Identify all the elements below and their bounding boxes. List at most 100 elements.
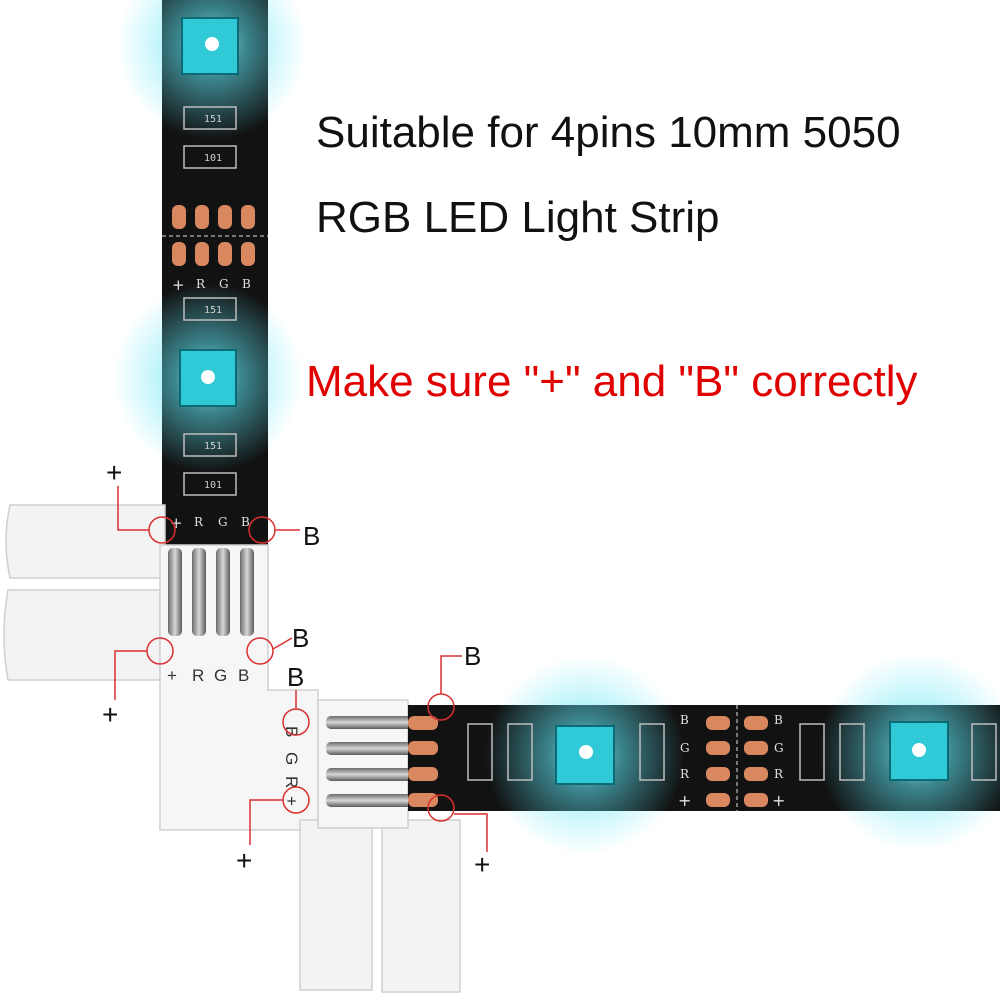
connector-mark-g: G (214, 666, 227, 685)
callout-circle-b (246, 637, 274, 665)
resistor-label: 151 (204, 305, 222, 316)
contact-pin (326, 794, 422, 807)
callout-label-b: B (464, 641, 481, 671)
connector-mark-b: B (238, 666, 249, 685)
resistor (639, 723, 665, 781)
l-connector: + R G B B G R + (3, 504, 461, 993)
resistor-label: 151 (204, 114, 222, 125)
copper-pad (241, 242, 255, 266)
resistor (183, 472, 237, 496)
copper-pad (706, 716, 730, 730)
contact-pin (240, 548, 254, 636)
connector-clip-left (3, 589, 161, 681)
resistor (183, 145, 237, 169)
resistor (183, 433, 237, 457)
pad-mark-g: G (680, 741, 690, 755)
polarity-warning: Make sure "+" and "B" correctly (306, 357, 918, 406)
copper-pad (172, 205, 186, 229)
callout-label-plus: + (102, 699, 118, 730)
pad-mark-g: G (774, 741, 784, 755)
connector-mark-r: R (282, 776, 301, 788)
contact-pin (326, 742, 422, 755)
pad-mark-b: B (241, 515, 250, 529)
copper-pad (218, 242, 232, 266)
copper-pad (218, 205, 232, 229)
resistor (507, 723, 533, 781)
polarity-callout-labels: + B B + B B + + (102, 457, 490, 880)
callout-label-plus: + (236, 845, 252, 876)
callout-leader (114, 650, 147, 700)
contact-pin (216, 548, 230, 636)
contact-pin (326, 716, 422, 729)
pad-mark-plus: + (172, 276, 185, 294)
connector-mark-plus: + (282, 796, 301, 806)
callout-leader (272, 637, 293, 650)
callout-label-plus: + (106, 457, 122, 488)
compatibility-caption-line-1: Suitable for 4pins 10mm 5050 (316, 108, 901, 157)
copper-pad (744, 741, 768, 755)
pad-mark-plus: + (170, 514, 183, 532)
connector-clip-bottom (299, 819, 373, 991)
connector-mark-plus: + (167, 666, 177, 685)
led-chip (555, 725, 615, 785)
copper-pad (744, 767, 768, 781)
compatibility-caption-line-2: RGB LED Light Strip (316, 193, 720, 242)
resistor-label: 101 (204, 153, 222, 164)
connector-mark-b: B (282, 726, 301, 737)
led-hotspot (205, 37, 219, 51)
resistor (839, 723, 865, 781)
contact-pin (168, 548, 182, 636)
connector-mark-r: R (192, 666, 204, 685)
led-hotspot (579, 745, 593, 759)
resistor (799, 723, 825, 781)
polarity-callouts (114, 486, 488, 852)
contact-pin (326, 768, 422, 781)
horizontal-led-strip: B G R + B G R + (408, 652, 1000, 855)
callout-leader (440, 655, 462, 694)
pad-mark-plus: + (772, 791, 785, 810)
pad-mark-g: G (218, 515, 228, 529)
pad-mark-r: R (196, 277, 206, 291)
copper-pad (408, 793, 438, 807)
copper-pad (706, 767, 730, 781)
pad-mark-r: R (680, 767, 690, 781)
connector-clip-left (5, 504, 166, 579)
resistor-label: 101 (204, 480, 222, 491)
copper-pad (408, 716, 438, 730)
pad-mark-r: R (194, 515, 204, 529)
resistor-label: 151 (204, 441, 222, 452)
pad-mark-r: R (774, 767, 784, 781)
copper-pad (408, 767, 438, 781)
resistor (467, 723, 493, 781)
resistor (183, 297, 237, 321)
callout-leader (249, 799, 283, 845)
resistor (971, 723, 997, 781)
resistor (183, 106, 237, 130)
callout-label-b: B (287, 662, 304, 692)
led-hotspot (201, 370, 215, 384)
copper-pad (408, 741, 438, 755)
copper-pad (706, 793, 730, 807)
led-hotspot (912, 743, 926, 757)
callout-circle-plus (427, 794, 455, 822)
pad-mark-g: G (219, 277, 229, 291)
connector-clip-bottom (381, 819, 461, 993)
copper-pad (706, 741, 730, 755)
copper-pad (195, 242, 209, 266)
copper-pad (195, 205, 209, 229)
pad-mark-b: B (774, 713, 783, 727)
contact-pin (192, 548, 206, 636)
pad-mark-plus: + (678, 791, 691, 810)
callout-leader (454, 813, 488, 852)
vertical-led-strip: 151 101 + R G B 151 151 101 + R G B (113, 0, 307, 545)
callout-label-b: B (303, 521, 320, 551)
pad-mark-b: B (680, 713, 689, 727)
copper-pad (172, 242, 186, 266)
copper-pad (744, 716, 768, 730)
callout-label-plus: + (474, 849, 490, 880)
connector-mark-g: G (282, 752, 301, 765)
callout-label-b: B (292, 623, 309, 653)
copper-pad (241, 205, 255, 229)
callout-leader (117, 486, 149, 531)
